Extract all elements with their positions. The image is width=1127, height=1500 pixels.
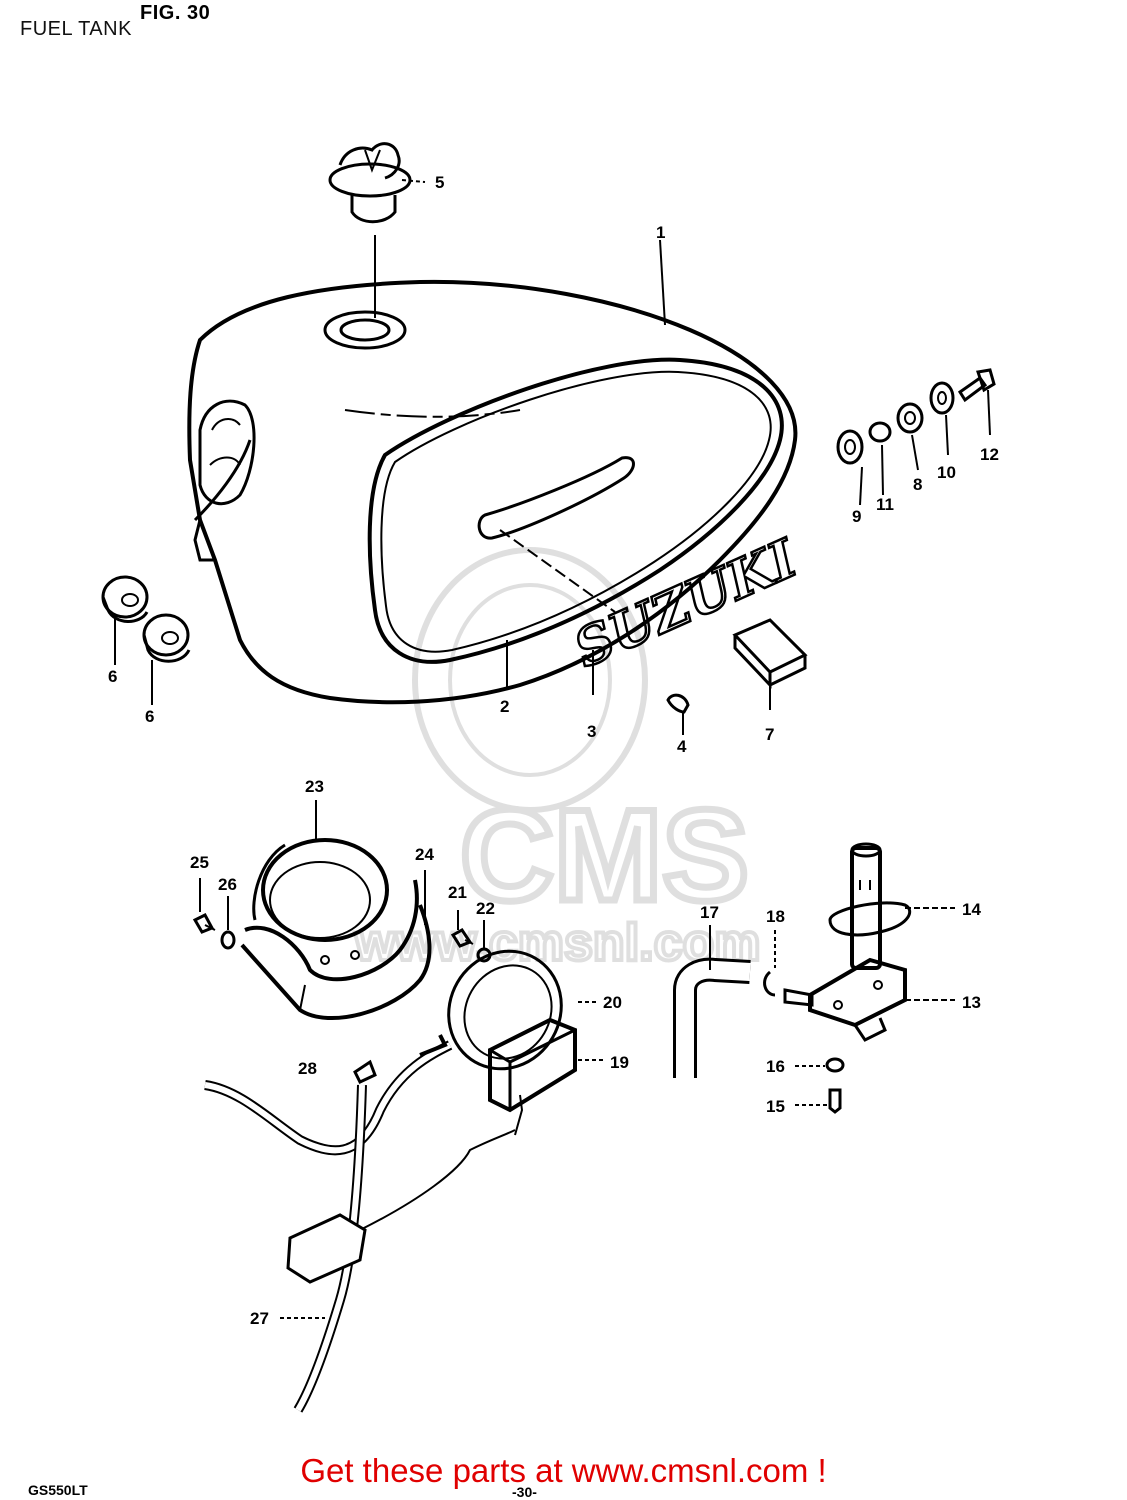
figure-label: FIG. 30 [140,2,211,24]
gauge-gasket [252,838,389,942]
callout-8: 8 [913,475,922,494]
callout-27: 27 [250,1309,269,1328]
sender-gasket [447,949,563,1071]
section-title: FUEL TANK [20,18,132,40]
tank-cushions [101,575,191,663]
hose-clip [763,970,776,997]
callout-4: 4 [677,737,687,756]
callout-7: 7 [765,725,774,744]
callout-numbers: 1 2 3 4 5 6 6 7 8 9 10 11 12 13 14 15 16… [108,173,999,1328]
page-number: -30- [512,1484,537,1500]
callout-3: 3 [587,722,596,741]
callout-6b: 6 [145,707,154,726]
callout-13: 13 [962,993,981,1012]
fuel-sender-unit [488,1017,577,1136]
callout-6a: 6 [108,667,117,686]
fuel-hose [673,957,751,1078]
watermark-brand: CMS [460,782,749,928]
fuel-cap [328,142,412,224]
fuel-tank [187,279,798,705]
callout-28: 28 [298,1059,317,1078]
leader-lines [114,179,991,1319]
emblem-screw [666,693,690,714]
callout-15: 15 [766,1097,785,1116]
tank-rear-cushion [732,618,808,689]
callout-23: 23 [305,777,324,796]
callout-12: 12 [980,445,999,464]
callout-24: 24 [415,845,434,864]
small-screws [192,913,492,963]
callout-1: 1 [656,223,665,242]
callout-22: 22 [476,899,495,918]
callout-17: 17 [700,903,719,922]
callout-19: 19 [610,1053,629,1072]
callout-20: 20 [603,993,622,1012]
callout-2: 2 [500,697,509,716]
callout-25: 25 [190,853,209,872]
fuel-cock-hardware [825,1057,845,1114]
callout-26: 26 [218,875,237,894]
callout-9: 9 [852,507,861,526]
wire-clamp [353,1059,377,1084]
callout-11: 11 [876,495,894,514]
callout-14: 14 [962,900,981,919]
cta-banner[interactable]: Get these parts at www.cmsnl.com ! [300,1452,827,1489]
callout-18: 18 [766,907,785,926]
callout-21: 21 [448,883,467,902]
fuel-cock [783,842,912,1042]
model-code: GS550LT [28,1482,88,1498]
callout-5: 5 [435,173,444,192]
mount-hardware [836,368,996,465]
wire-harness [204,1034,516,1413]
callout-16: 16 [766,1057,785,1076]
gauge-cover [240,879,432,1020]
callout-10: 10 [937,463,956,482]
